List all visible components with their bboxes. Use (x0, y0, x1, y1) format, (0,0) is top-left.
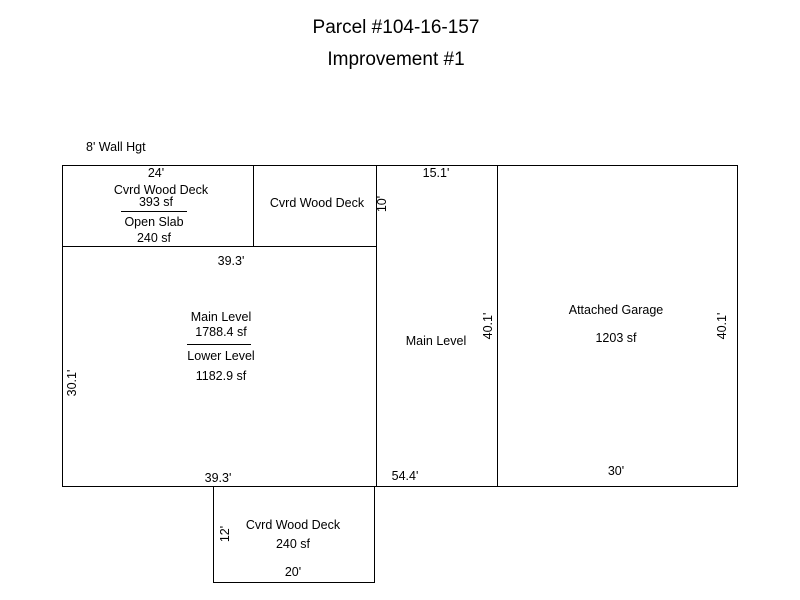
deck-bottom-side-dim: 12' (218, 525, 232, 543)
main-left-lower-label: Lower Level (187, 349, 255, 363)
deck-open-upper-label: Cvrd Wood Deck (113, 183, 209, 197)
page-subtitle: Improvement #1 (327, 49, 465, 70)
garage-box (497, 165, 738, 487)
garage-bottom-dim: 30' (607, 464, 625, 478)
deck-open-lower-label: Open Slab (124, 215, 184, 229)
wall-height-label: 8' Wall Hgt (86, 140, 146, 154)
deck-bottom-area: 240 sf (275, 537, 311, 551)
main-center-box (376, 165, 498, 487)
main-left-upper-area: 1788.4 sf (195, 325, 247, 339)
main-left-divider (187, 344, 251, 345)
deck-right-label: Cvrd Wood Deck (269, 196, 365, 210)
main-center-side-dim: 40.1' (481, 312, 495, 340)
deck-bottom-box (213, 486, 375, 583)
deck-divider-line (253, 165, 254, 247)
deck-open-upper-area: 393 sf (138, 195, 174, 209)
garage-area: 1203 sf (595, 331, 637, 345)
deck-open-top-dim: 24' (147, 166, 165, 180)
garage-side-dim: 40.1' (715, 312, 729, 340)
main-center-top-dim: 15.1' (422, 166, 450, 180)
main-center-label: Main Level (405, 334, 467, 348)
deck-open-lower-area: 240 sf (136, 231, 172, 245)
main-left-upper-label: Main Level (190, 310, 252, 324)
main-left-lower-area: 1182.9 sf (195, 369, 247, 383)
deck-bottom-bottom-dim: 20' (284, 565, 302, 579)
main-left-top-dim: 39.3' (217, 254, 245, 268)
deck-bottom-label: Cvrd Wood Deck (245, 518, 341, 532)
main-left-side-dim: 30.1' (65, 369, 79, 397)
main-left-box (62, 246, 377, 487)
main-center-bottom-dim: 54.4' (391, 469, 419, 483)
main-left-bottom-dim: 39.3' (204, 471, 232, 485)
deck-right-side-dim: 10' (375, 195, 389, 213)
deck-open-divider (121, 211, 187, 212)
page-title: Parcel #104-16-157 (312, 17, 480, 38)
garage-label: Attached Garage (568, 303, 664, 317)
